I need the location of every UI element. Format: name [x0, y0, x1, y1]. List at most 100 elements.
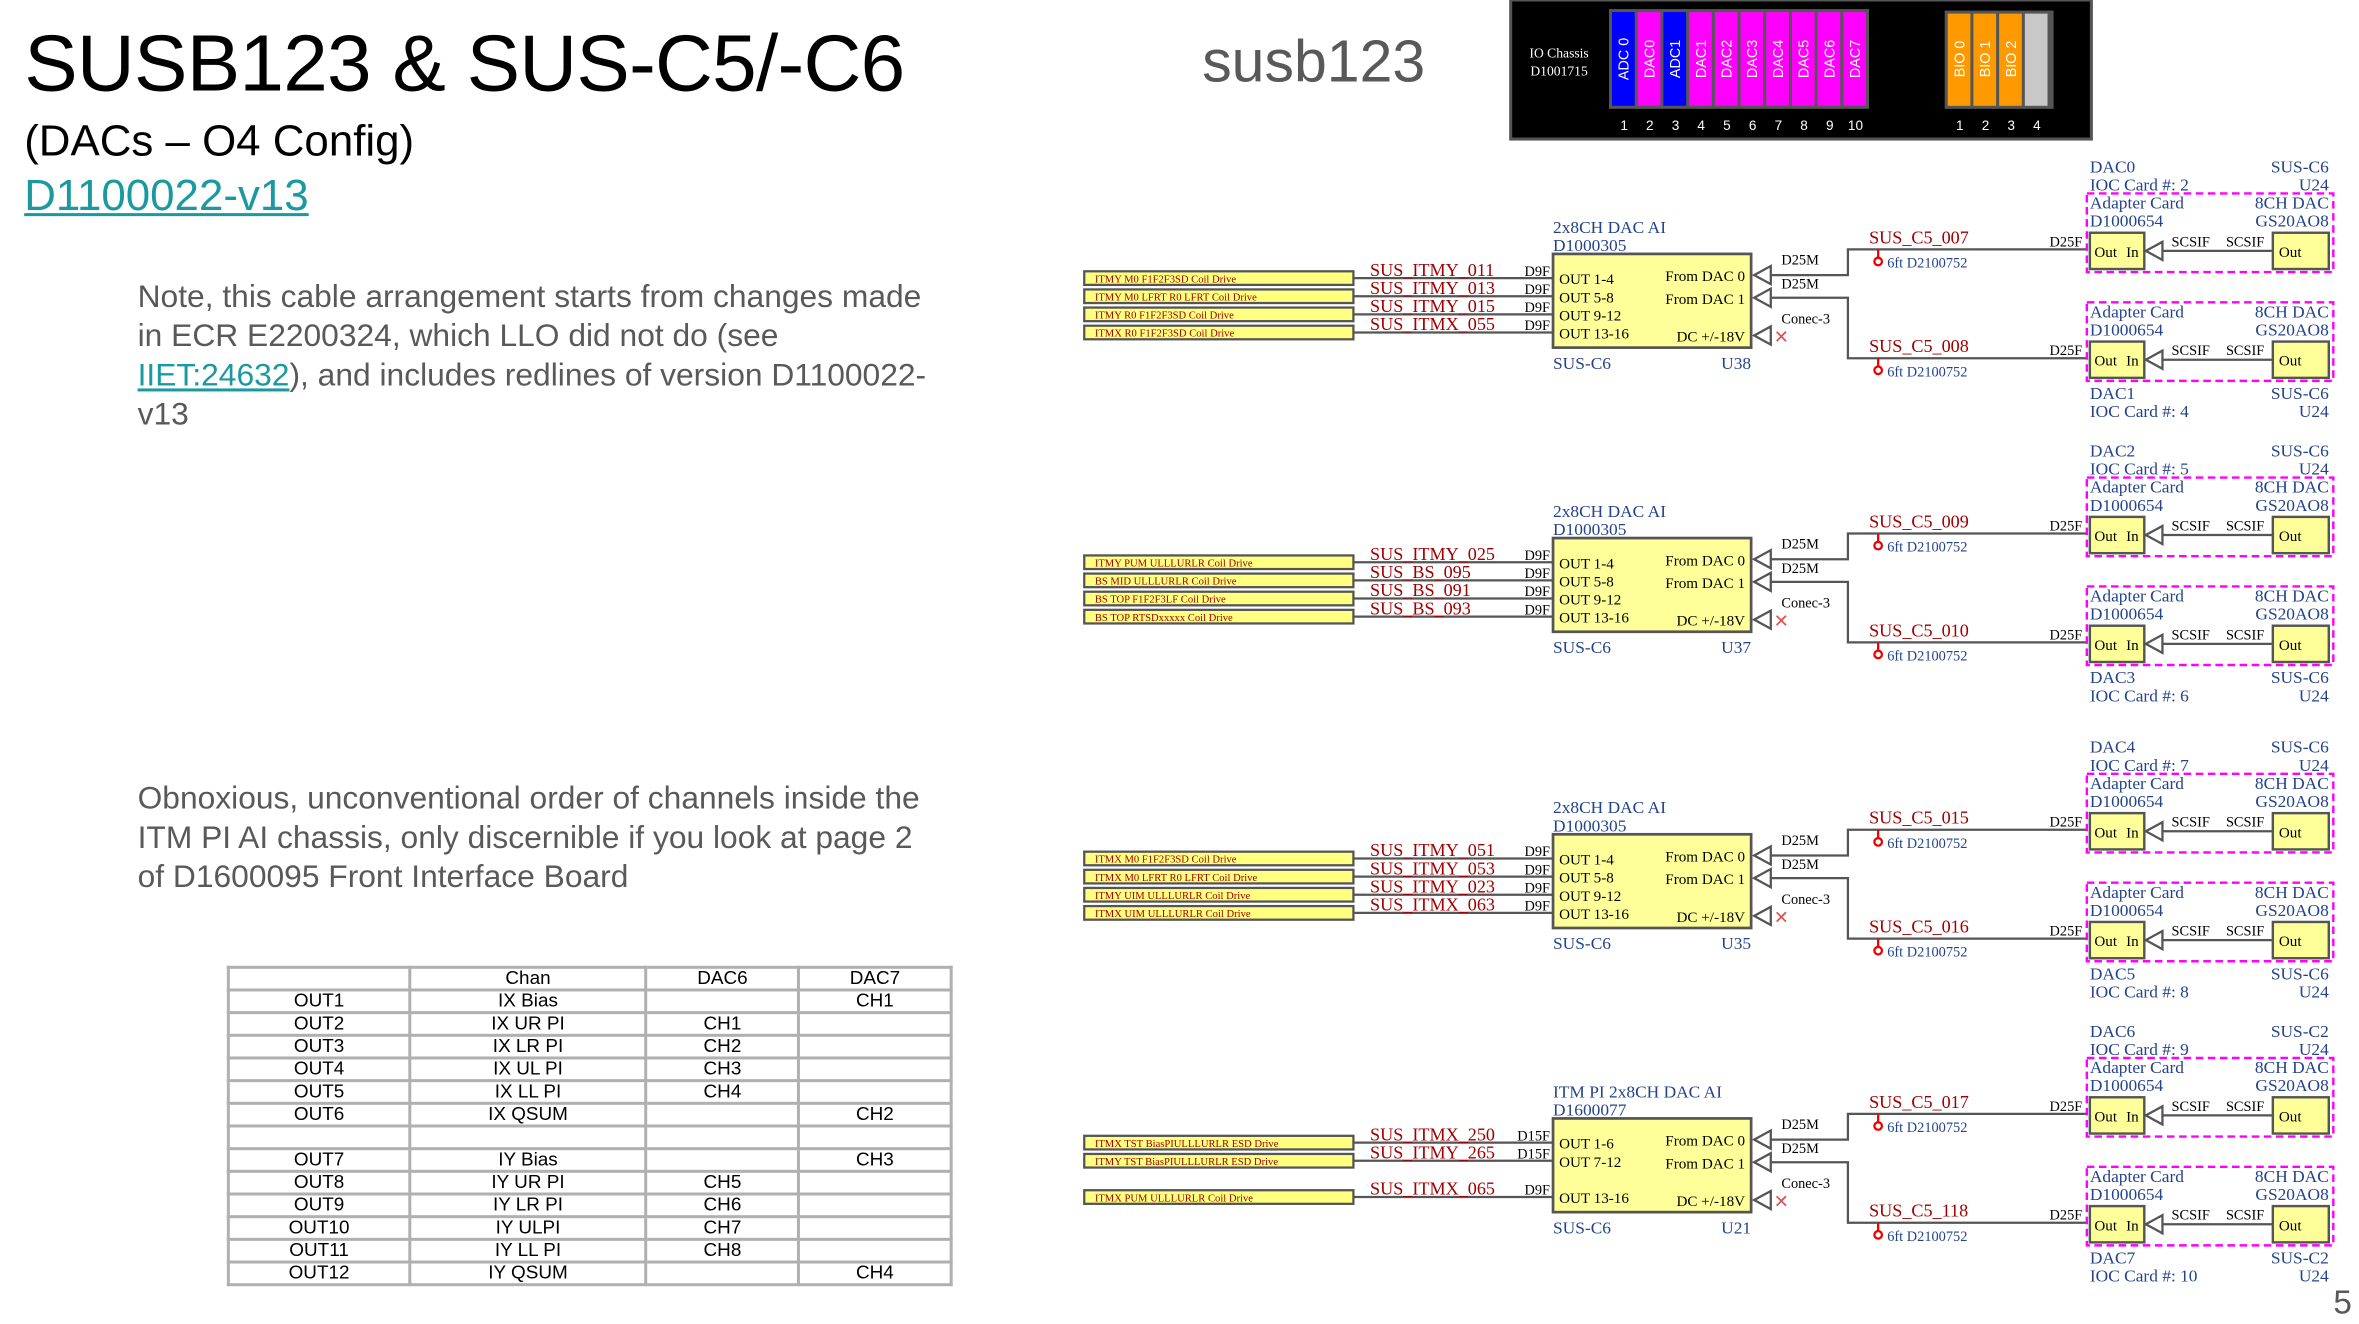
adapter-in-label: In	[2126, 529, 2139, 545]
dac-cable-connector: D25F	[2050, 627, 2083, 643]
table-cell: OUT12	[226, 1260, 412, 1287]
io-slot-label: BIO 0	[1952, 41, 1968, 78]
input-connector-label: D25M	[1781, 1117, 1819, 1133]
adapter-in-label: In	[2126, 1218, 2139, 1234]
input-connector-label: D25M	[1781, 561, 1819, 577]
dac-cable-connector: D25F	[2050, 924, 2083, 940]
adapter-in-label: In	[2126, 354, 2139, 370]
coil-driver-label: BS MID ULLLURLR Coil Drive	[1095, 577, 1237, 588]
adapter-card-box	[2088, 340, 2146, 380]
dac-out-label: Out	[2279, 529, 2302, 545]
adapter-out-label: Out	[2094, 825, 2117, 841]
output-cable-label: SUS_ITMY_023	[1370, 876, 1495, 896]
coil-driver-label: ITMX TST BiasPIULLLURLR ESD Drive	[1095, 1139, 1279, 1150]
connector-arrow-icon	[2143, 1104, 2164, 1127]
scsif-label: SCSIF	[2172, 234, 2210, 250]
adapter-card-title: Adapter Card	[2090, 478, 2184, 497]
adapter-out-label: Out	[2094, 354, 2117, 370]
table-cell: IX Bias	[408, 988, 648, 1015]
output-port-label: OUT 1-4	[1559, 272, 1614, 288]
table-cell: IY Bias	[408, 1147, 648, 1173]
input-connector-label: D25M	[1781, 833, 1819, 849]
dac-cable	[1770, 580, 2087, 644]
coil-driver-label: ITMY UIM ULLLURLR Coil Drive	[1095, 891, 1251, 902]
dac-out-label: Out	[2279, 1109, 2302, 1125]
coil-driver-label: BS TOP F1F2F3LF Coil Drive	[1095, 595, 1226, 606]
dac-ai-unit: U35	[1721, 934, 1751, 953]
ioc-card-number: IOC Card #: 2	[2090, 175, 2189, 194]
dac-chassis: SUS-C2	[2271, 1249, 2329, 1268]
connector-arrow-icon	[2143, 348, 2164, 371]
table-cell: IY LL PI	[408, 1237, 648, 1264]
note-text-before: Note, this cable arrangement starts from…	[137, 279, 922, 354]
ioc-card-number: IOC Card #: 6	[2090, 686, 2189, 705]
dac-card-part: GS20AO8	[2255, 605, 2329, 624]
dac-cable-label: SUS_C5_009	[1869, 511, 1969, 531]
io-slot-number: 4	[1697, 118, 1705, 133]
dac-name: DAC6	[2090, 1022, 2136, 1041]
io-chassis-title: IO Chassis	[1529, 45, 1588, 60]
adapter-card-title: Adapter Card	[2090, 587, 2184, 606]
table-cell: CH1	[644, 1011, 801, 1037]
dac-unit: U24	[2299, 756, 2329, 775]
coil-driver-label: ITMY M0 LFRT R0 LFRT Coil Drive	[1095, 292, 1257, 303]
dac-ai-chassis-box	[1551, 536, 1753, 634]
adapter-card-outline	[2085, 1056, 2335, 1138]
document-link[interactable]: D1100022-v13	[24, 172, 309, 221]
io-slot-label: BIO 2	[2004, 41, 2020, 78]
ioc-card-number: IOC Card #: 5	[2090, 460, 2189, 479]
scsif-label: SCSIF	[2226, 815, 2264, 831]
power-connector-label: Conec-3	[1781, 892, 1830, 908]
io-slot-label: ADC 0	[1617, 38, 1633, 80]
output-cable-label: SUS_ITMY_051	[1370, 840, 1495, 860]
iiet-link[interactable]: IIET:24632	[137, 358, 290, 393]
connector-arrow-icon	[1751, 1128, 1772, 1151]
io-slot-number: 8	[1800, 118, 1808, 133]
scsif-label: SCSIF	[2226, 1208, 2264, 1224]
coil-driver-label: ITMX M0 F1F2F3SD Coil Drive	[1095, 855, 1237, 866]
output-cable-label: SUS_ITMY_025	[1370, 544, 1495, 564]
dac-cable	[1770, 1161, 2087, 1224]
dac-card-part: GS20AO8	[2255, 792, 2329, 811]
io-slot-number: 10	[1848, 118, 1864, 133]
adapter-card-part: D1000654	[2090, 605, 2164, 624]
output-cable-label: SUS_ITMX_055	[1370, 314, 1495, 334]
dac-cable-connector: D25F	[2050, 1208, 2083, 1224]
table-cell: CH4	[644, 1079, 801, 1105]
dac-card-part: GS20AO8	[2255, 1185, 2329, 1204]
adapter-card-outline	[2085, 1165, 2335, 1247]
dac-cable	[1770, 876, 2087, 940]
cable-tag-icon	[1873, 836, 1884, 847]
table-cell: IX LR PI	[408, 1033, 648, 1060]
io-slot-label: DAC4	[1771, 40, 1787, 78]
dac-cable-connector: D25F	[2050, 519, 2083, 535]
dac-unit: U24	[2299, 175, 2329, 194]
table-cell	[797, 1237, 953, 1264]
output-cable-label: SUS_ITMY_265	[1370, 1142, 1495, 1162]
scsif-label: SCSIF	[2226, 924, 2264, 940]
adapter-card-outline	[2085, 881, 2335, 963]
output-port-label: OUT 9-12	[1559, 593, 1621, 609]
adapter-out-label: Out	[2094, 245, 2117, 261]
connector-arrow-icon	[1751, 286, 1772, 309]
connector-arrow-icon	[1751, 264, 1772, 287]
no-connect-x-icon: ✕	[1774, 327, 1789, 347]
dac-out-label: Out	[2279, 934, 2302, 950]
io-slot-number: 2	[1982, 118, 1990, 133]
dac-card-part: GS20AO8	[2255, 901, 2329, 920]
io-slot-number: 1	[1620, 118, 1628, 133]
adapter-in-label: In	[2126, 638, 2139, 654]
cable-tag-icon	[1873, 1121, 1884, 1131]
table-cell: IX LL PI	[408, 1079, 648, 1105]
dac-cable-label: SUS_C5_017	[1869, 1092, 1969, 1112]
table-cell	[644, 1147, 801, 1173]
dac-cable-label: SUS_C5_016	[1869, 917, 1969, 937]
output-cable-label: SUS_ITMX_065	[1370, 1179, 1495, 1199]
io-slot-label: DAC1	[1694, 40, 1710, 78]
adapter-out-label: Out	[2094, 1218, 2117, 1234]
dac-out-label: Out	[2279, 245, 2302, 261]
connector-arrow-icon	[1751, 608, 1772, 631]
